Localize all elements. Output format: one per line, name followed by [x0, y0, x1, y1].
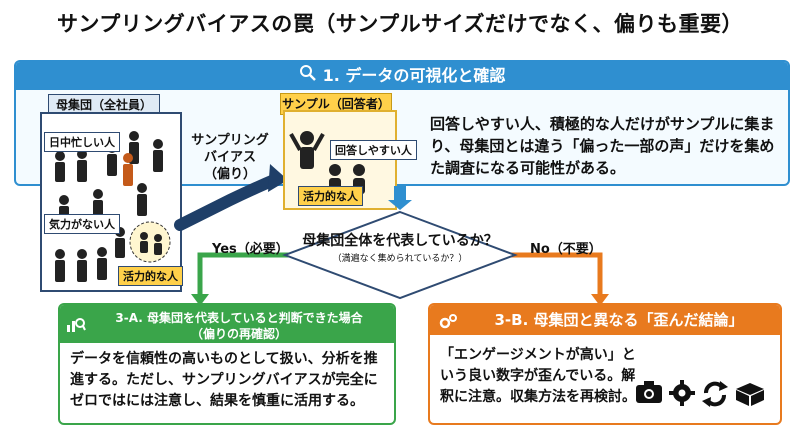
box-3a-subheading: （偏りの再確認） [190, 327, 287, 341]
box-3b-body: 「エンゲージメントが高い」という良い数字が歪んでいる。解釈に注意。収集方法を再検… [440, 345, 770, 408]
population-label: 母集団（全社員） [48, 94, 160, 116]
page-title: サンプリングバイアスの罠（サンプルサイズだけでなく、偏りも重要） [56, 12, 744, 36]
action-icons [634, 377, 774, 412]
easy-to-answer-label: 回答しやすい人 [330, 140, 417, 160]
yes-label: Yes（必要） [212, 242, 289, 257]
refresh-icon [702, 381, 728, 407]
section-heading: 1. データの可視化と確認 [322, 66, 506, 85]
chart-search-icon [66, 315, 86, 336]
gears-icon [438, 311, 458, 341]
section-header: 1. データの可視化と確認 [16, 62, 788, 90]
box-icon [736, 383, 764, 406]
decision-diamond: 母集団全体を代表しているか？ （満遍なく集められているか？） [300, 232, 500, 268]
box-3b: 3-B. 母集団と異なる「歪んだ結論」 「エンゲージメントが高い」という良い数字… [428, 303, 782, 425]
no-energy-label: 気力がない人 [44, 214, 120, 234]
box-3b-header: 3-B. 母集団と異なる「歪んだ結論」 [430, 305, 780, 335]
sample-people-icon [289, 131, 365, 194]
active-label-sample: 活力的な人 [298, 186, 363, 206]
busy-label: 日中忙しい人 [44, 132, 120, 152]
camera-icon [636, 381, 662, 403]
bias-label: サンプリング バイアス （偏り） [191, 133, 269, 182]
box-3b-text: 「エンゲージメントが高い」という良い数字が歪んでいる。解釈に注意。収集方法を再検… [440, 347, 636, 405]
box-3a-heading: 3-A. 母集団を代表していると判断できた場合 [115, 311, 363, 325]
box-3b-heading: 3-B. 母集団と異なる「歪んだ結論」 [494, 311, 744, 329]
box-3a-body: データを信頼性の高いものとして扱い、分析を推進する。ただし、サンプリングバイアス… [70, 351, 378, 409]
gear-icon [669, 380, 695, 406]
active-label-population: 活力的な人 [118, 266, 183, 286]
bias-arrow [174, 164, 288, 231]
box-3a-header: 3-A. 母集団を代表していると判断できた場合 （偏りの再確認） [60, 305, 394, 343]
section-description: 回答しやすい人、積極的な人だけがサンプルに集まり、母集団とは違う「偏った一部の声… [430, 115, 775, 177]
decision-question: 母集団全体を代表しているか？ [302, 233, 498, 249]
no-label: No（不要） [530, 242, 602, 257]
decision-subtext: （満遍なく集められているか？） [332, 254, 468, 264]
box-3a: 3-A. 母集団を代表していると判断できた場合 （偏りの再確認） データを信頼性… [58, 303, 396, 425]
sample-label: サンプル（回答者） [280, 93, 392, 115]
population-people-icon [55, 131, 171, 282]
magnifier-icon [299, 63, 317, 91]
